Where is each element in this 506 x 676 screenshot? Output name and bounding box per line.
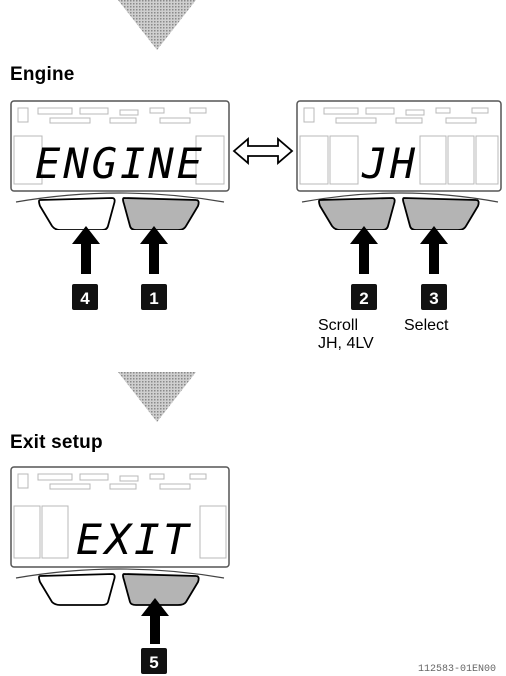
- svg-text:5: 5: [149, 653, 158, 672]
- figure-id: 112583-01EN00: [418, 664, 497, 675]
- flow-down-triangle-icon: [118, 372, 196, 422]
- svg-text:1: 1: [149, 289, 158, 308]
- step-badge-1: 1: [141, 284, 167, 310]
- jh-display: JH: [296, 100, 502, 230]
- engine-right-button: [122, 197, 200, 230]
- flow-down-triangle-icon: [118, 0, 196, 50]
- step-badge-4: 4: [72, 284, 98, 310]
- press-arrow-4-icon: [72, 226, 100, 274]
- exit-display-text: EXIT: [76, 515, 192, 564]
- jh-right-button: [402, 197, 480, 230]
- svg-text:3: 3: [429, 289, 438, 308]
- select-caption: Select: [404, 317, 449, 334]
- press-arrow-5-icon: [141, 598, 169, 644]
- step-badge-2: 2: [351, 284, 377, 310]
- engine-left-button: [38, 197, 116, 230]
- exit-right-button: [122, 573, 200, 606]
- svg-text:4: 4: [80, 289, 90, 308]
- scroll-caption-line1: Scroll: [318, 317, 359, 334]
- left-right-arrow-icon: [232, 137, 294, 165]
- press-arrow-2-icon: [350, 226, 378, 274]
- engine-display: ENGINE: [10, 100, 230, 230]
- jh-display-text: JH: [361, 139, 418, 188]
- engine-section-title: Engine: [10, 64, 75, 85]
- scroll-caption: Scroll JH, 4LV: [318, 317, 374, 353]
- step-badge-3: 3: [421, 284, 447, 310]
- step-badge-5: 5: [141, 648, 167, 674]
- engine-display-text: ENGINE: [35, 139, 205, 188]
- press-arrow-3-icon: [420, 226, 448, 274]
- exit-section-title: Exit setup: [10, 432, 103, 453]
- exit-display: EXIT: [10, 466, 230, 606]
- svg-text:2: 2: [359, 289, 368, 308]
- scroll-caption-line2: JH, 4LV: [318, 335, 374, 352]
- press-arrow-1-icon: [140, 226, 168, 274]
- exit-left-button: [38, 573, 116, 606]
- jh-left-button: [318, 197, 396, 230]
